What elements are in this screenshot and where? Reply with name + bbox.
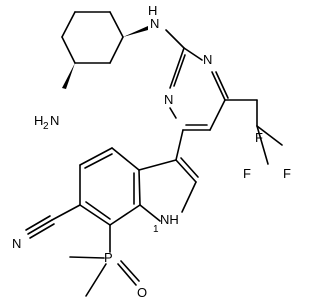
bond-nh-pyrimidine	[165, 29, 185, 49]
bond-c3a-c4	[111, 147, 140, 171]
bond-c6-cn	[51, 204, 81, 221]
molecule-structure-diagram: N H H 2 N N N F F F N NH 1 P O	[12, 3, 291, 300]
atom-label-nh2-subscript: 2	[43, 121, 49, 132]
bond-c6-n1	[169, 107, 177, 119]
bond-c2-n1	[181, 181, 197, 213]
bond-c6-c1	[61, 11, 76, 38]
bond-c6-c7	[79, 204, 111, 226]
bond-p-o	[117, 263, 137, 286]
bond-triple-a	[27, 219, 53, 235]
indole-pyrrole-ring	[138, 129, 199, 222]
bond-n1-c2-double	[173, 54, 186, 87]
bond-c3a-c3	[138, 159, 177, 171]
nitrile-group	[25, 204, 81, 239]
bond-c4-c5	[209, 99, 226, 131]
cyclohexane-ring	[61, 11, 124, 64]
bond-c3-c2	[175, 159, 197, 183]
bond-c3-c4	[109, 36, 124, 64]
structure-svg: N H H 2 N N N F F F N NH 1 P O	[12, 3, 291, 300]
bond-c4-c5-double	[84, 153, 113, 169]
bond-p-methyl2	[85, 263, 107, 297]
atom-label-oxygen: O	[137, 285, 147, 300]
atom-label-pyrimidine-n3: N	[203, 52, 212, 67]
bond-n3-c4	[211, 71, 226, 101]
bond-n1-c7a	[139, 204, 161, 222]
bond-c7-c7a	[109, 204, 141, 226]
atom-label-amine-n: N	[150, 16, 159, 31]
bond-c7a-c3a	[138, 169, 141, 206]
pyrimidine-ring	[169, 47, 229, 131]
bond-c3-link	[175, 129, 184, 161]
atom-label-fluorine-2: F	[283, 166, 291, 181]
atom-label-fluorine-3: F	[243, 166, 251, 181]
indole-benzene-ring	[79, 147, 141, 226]
atom-label-phosphorus: P	[104, 250, 113, 265]
atom-labels: N H H 2 N N N F F F N NH 1 P O	[12, 3, 291, 300]
bond-p-o-double	[120, 260, 140, 282]
bond-triple-b	[25, 215, 51, 231]
bond-c2-c3	[109, 11, 124, 38]
atom-label-fluorine-1: F	[255, 130, 263, 145]
bond-n1-c2	[169, 47, 185, 89]
bond-n3-c4-double	[215, 71, 229, 99]
dimethylphosphine-oxide-group	[69, 224, 140, 297]
atom-label-nh2-n: N	[50, 113, 59, 128]
wedge-bond-to-nh2	[62, 63, 75, 89]
bond-cf3-f2	[256, 125, 283, 146]
bond-c4-c5	[79, 147, 113, 166]
wedge-bond-to-nh	[123, 26, 148, 37]
bond-c3-c2-double	[180, 157, 199, 178]
bond-c2-n3	[183, 47, 203, 61]
bond-p-methyl1	[69, 256, 105, 259]
atom-label-indole-index: 1	[153, 224, 159, 235]
atom-label-pyrimidine-n1: N	[164, 92, 173, 107]
bond-triple-c	[29, 223, 55, 239]
atom-label-amine-h: H	[148, 3, 157, 18]
bond-cf3-f3	[256, 125, 269, 165]
bond-c6-c7-double	[85, 201, 111, 220]
trifluoromethyl-group	[224, 99, 283, 165]
atom-label-nitrile-n: N	[12, 236, 21, 251]
atom-label-nh2-h: H	[34, 113, 43, 128]
atom-label-indole-nh: NH	[160, 212, 179, 227]
bond-c5-c6	[61, 36, 76, 64]
